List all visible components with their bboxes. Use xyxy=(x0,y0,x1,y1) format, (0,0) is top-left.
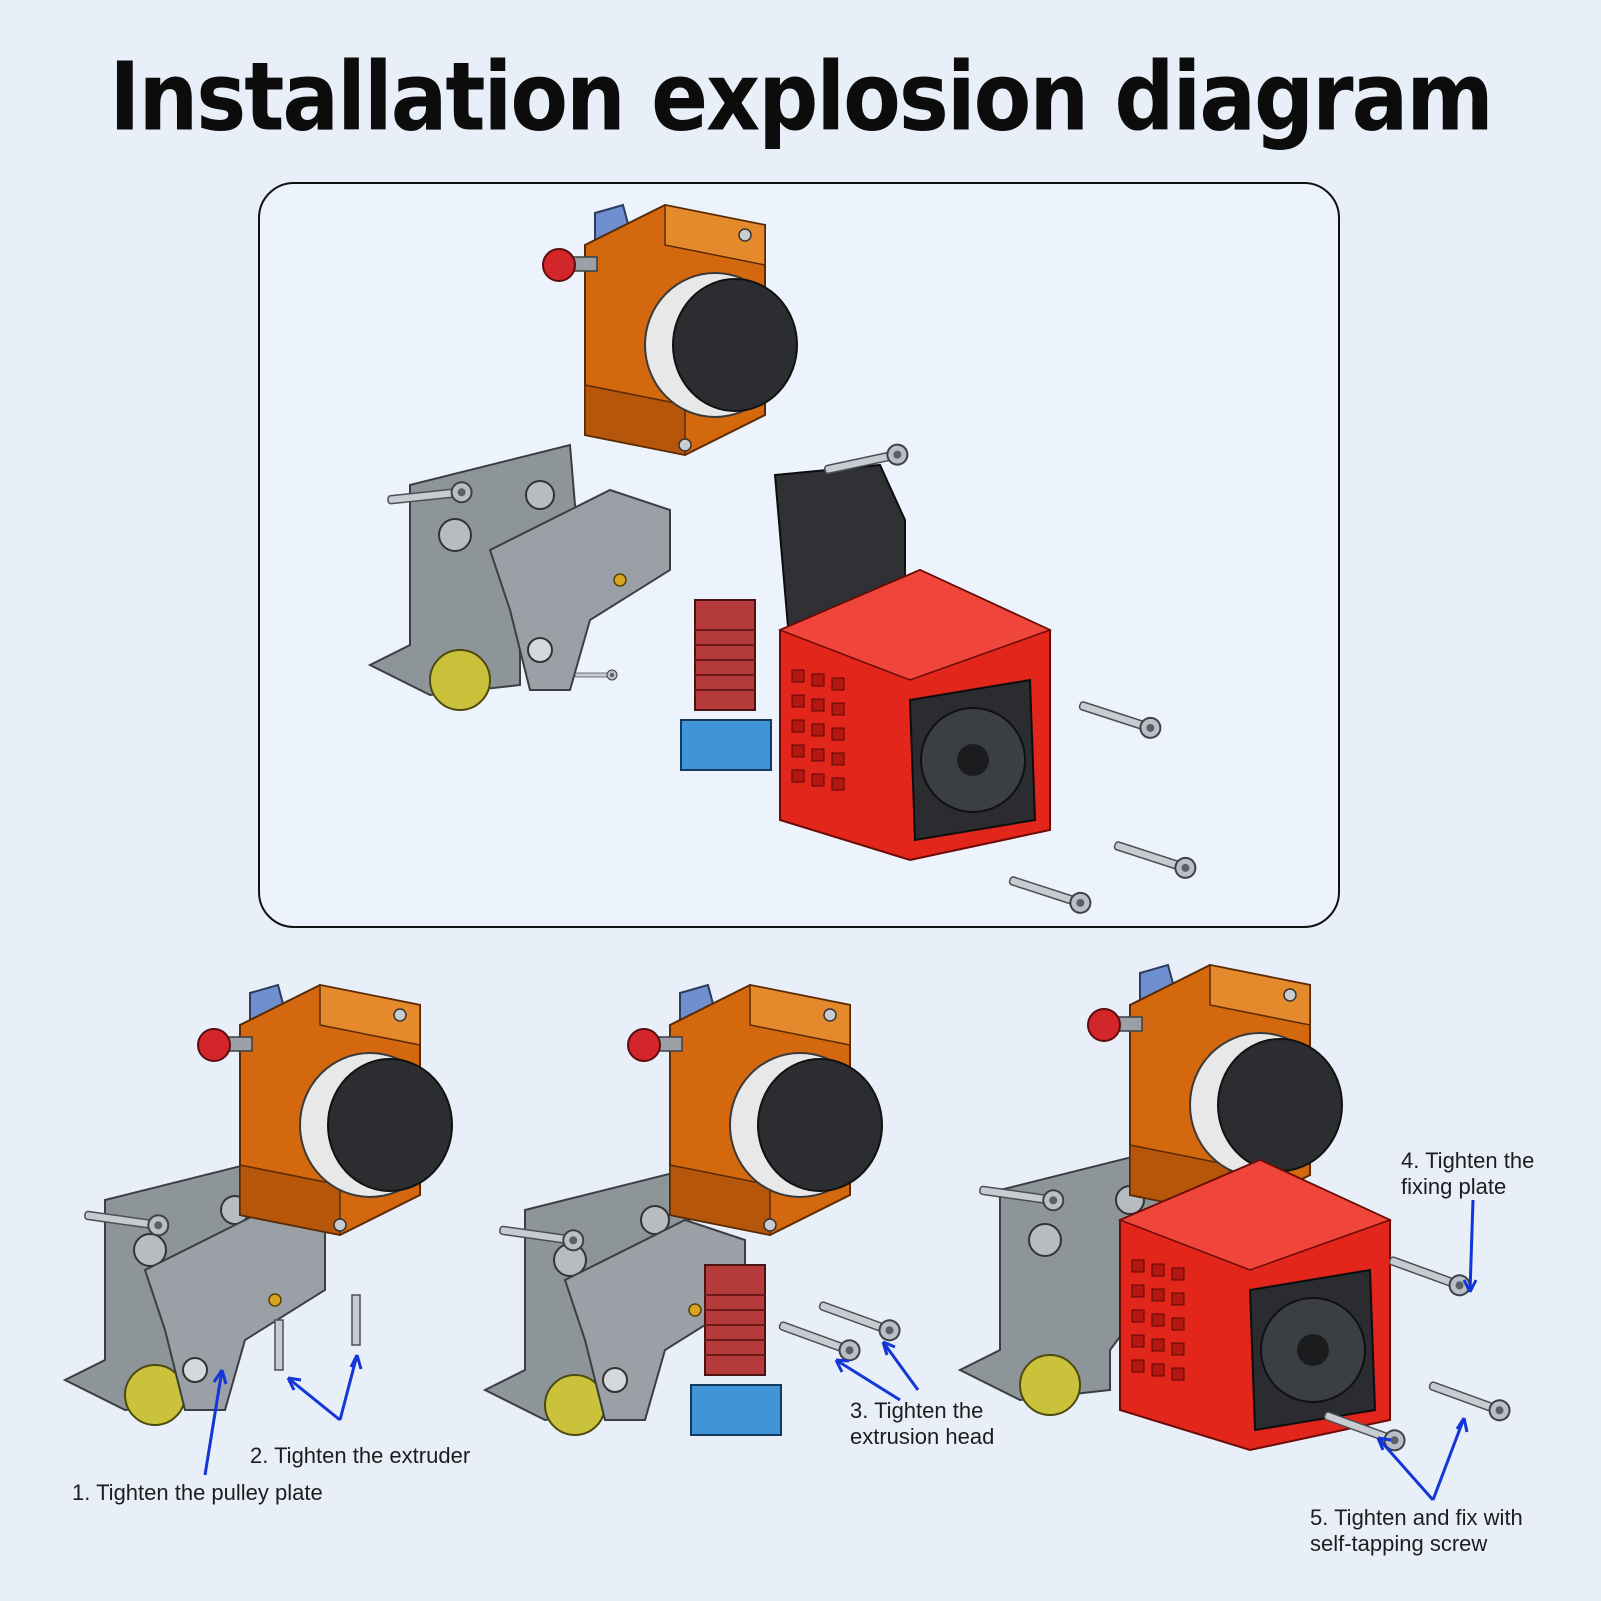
step-3-label-line2: extrusion head xyxy=(850,1424,995,1449)
step-5-label-line2: self-tapping screw xyxy=(1310,1531,1488,1556)
exploded-assembly-illustration xyxy=(369,204,1199,917)
step-2-label: 2. Tighten the extruder xyxy=(250,1443,471,1468)
page-title: Installation explosion diagram xyxy=(109,42,1494,152)
step-1-label: 1. Tighten the pulley plate xyxy=(72,1480,323,1505)
step-3-label-line1: 3. Tighten the xyxy=(850,1398,984,1423)
step-4-5-illustration xyxy=(959,964,1514,1455)
callout-arrows xyxy=(203,1199,1478,1501)
step-4-label-line1: 4. Tighten the xyxy=(1401,1148,1535,1173)
step-4-label-line2: fixing plate xyxy=(1401,1174,1507,1199)
step-5-label-line1: 5. Tighten and fix with xyxy=(1310,1505,1523,1530)
step-1-2-illustration xyxy=(64,984,453,1426)
